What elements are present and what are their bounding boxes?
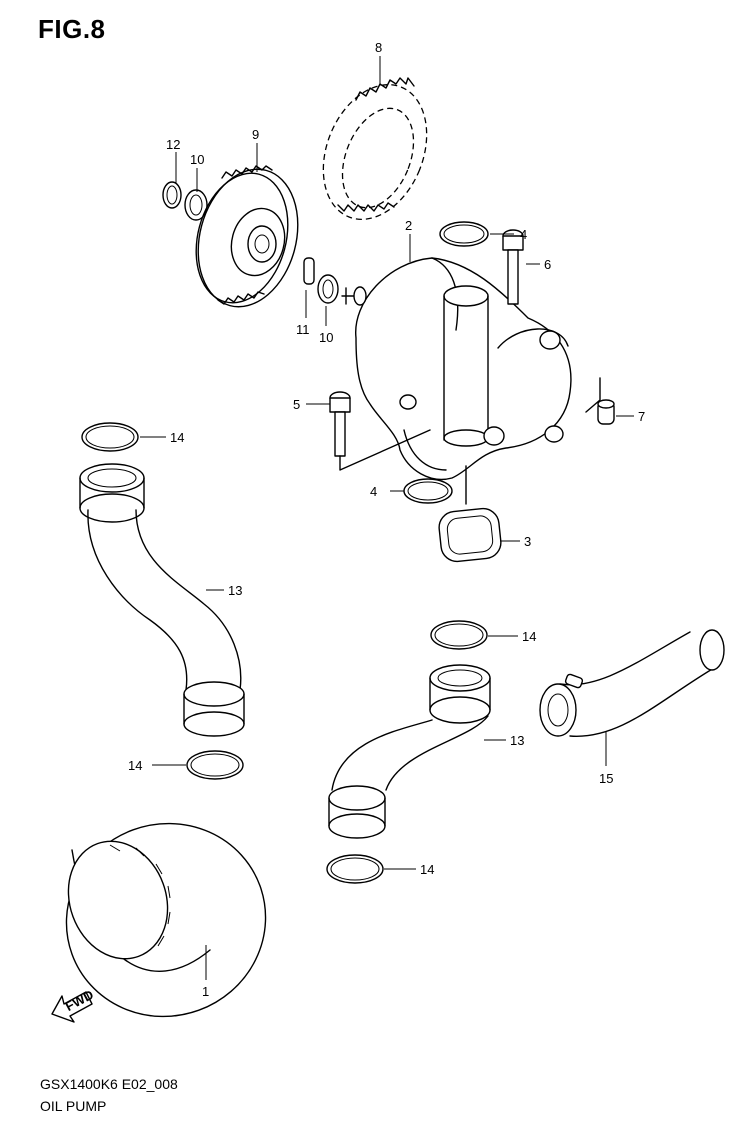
part-3-gasket xyxy=(438,507,502,563)
callout-13-left: 13 xyxy=(228,583,242,598)
part-13-oil-pipe-right xyxy=(328,664,491,839)
callout-14-c: 14 xyxy=(522,629,536,644)
callout-15: 15 xyxy=(599,771,613,786)
fwd-arrow-icon: FWD xyxy=(51,987,96,1023)
part-14-o-ring-b xyxy=(186,750,244,780)
part-10-washer-upper xyxy=(184,189,208,221)
part-4-o-ring-upper xyxy=(439,221,489,247)
callout-3: 3 xyxy=(524,534,531,549)
callout-labels: 8 9 12 10 2 4 6 11 10 5 7 14 4 3 13 14 1… xyxy=(128,40,645,999)
part-9-pump-gear xyxy=(195,165,299,308)
callout-2: 2 xyxy=(405,218,412,233)
part-6-bolt xyxy=(502,229,524,305)
part-14-o-ring-c xyxy=(430,620,488,650)
callout-4-upper: 4 xyxy=(520,227,527,242)
callout-12: 12 xyxy=(166,137,180,152)
part-4-o-ring-lower xyxy=(403,478,453,504)
part-2-oil-pump-assembly xyxy=(341,257,601,480)
callout-14-d: 14 xyxy=(420,862,434,877)
callout-9: 9 xyxy=(252,127,259,142)
leader-lines xyxy=(140,56,634,980)
diagram-name: OIL PUMP xyxy=(40,1098,107,1114)
part-7-dowel-pin xyxy=(597,399,615,425)
callout-11: 11 xyxy=(296,322,310,337)
figure-title: FIG.8 xyxy=(38,14,106,44)
part-10-washer-lower xyxy=(317,274,339,304)
callout-6: 6 xyxy=(544,257,551,272)
part-8-ring-gear xyxy=(322,77,428,220)
part-15-hose xyxy=(539,629,725,737)
model-code: GSX1400K6 E02_008 xyxy=(40,1076,178,1092)
callout-13-right: 13 xyxy=(510,733,524,748)
callout-5: 5 xyxy=(293,397,300,412)
part-14-o-ring-d xyxy=(326,854,384,884)
callout-10-lower: 10 xyxy=(319,330,333,345)
callout-1: 1 xyxy=(202,984,209,999)
callout-8: 8 xyxy=(375,40,382,55)
callout-10-upper: 10 xyxy=(190,152,204,167)
callout-14-b: 14 xyxy=(128,758,142,773)
part-5-bolt xyxy=(329,391,431,471)
part-13-oil-pipe-left xyxy=(79,463,245,737)
callout-4-lower: 4 xyxy=(370,484,377,499)
callout-14-a: 14 xyxy=(170,430,184,445)
callout-7: 7 xyxy=(638,409,645,424)
part-14-o-ring-a xyxy=(81,422,139,452)
part-12-circlip xyxy=(162,181,182,209)
part-1-oil-filter xyxy=(65,822,267,1018)
part-11-pin xyxy=(303,257,315,285)
